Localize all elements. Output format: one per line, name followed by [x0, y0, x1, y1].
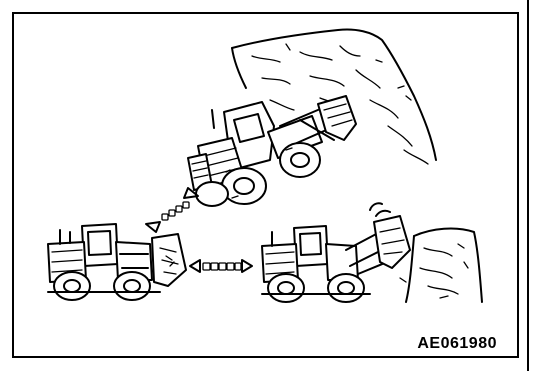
soil-pile-bottom: [400, 229, 482, 302]
forward-arrow-icon: [190, 260, 252, 272]
loader-approaching-pile-icon: [262, 203, 410, 302]
figure-code: AE061980: [417, 335, 497, 353]
loader-reversing-icon: [48, 224, 186, 300]
loader-digging-icon: [188, 96, 356, 206]
reverse-arrow-icon: [146, 188, 198, 232]
